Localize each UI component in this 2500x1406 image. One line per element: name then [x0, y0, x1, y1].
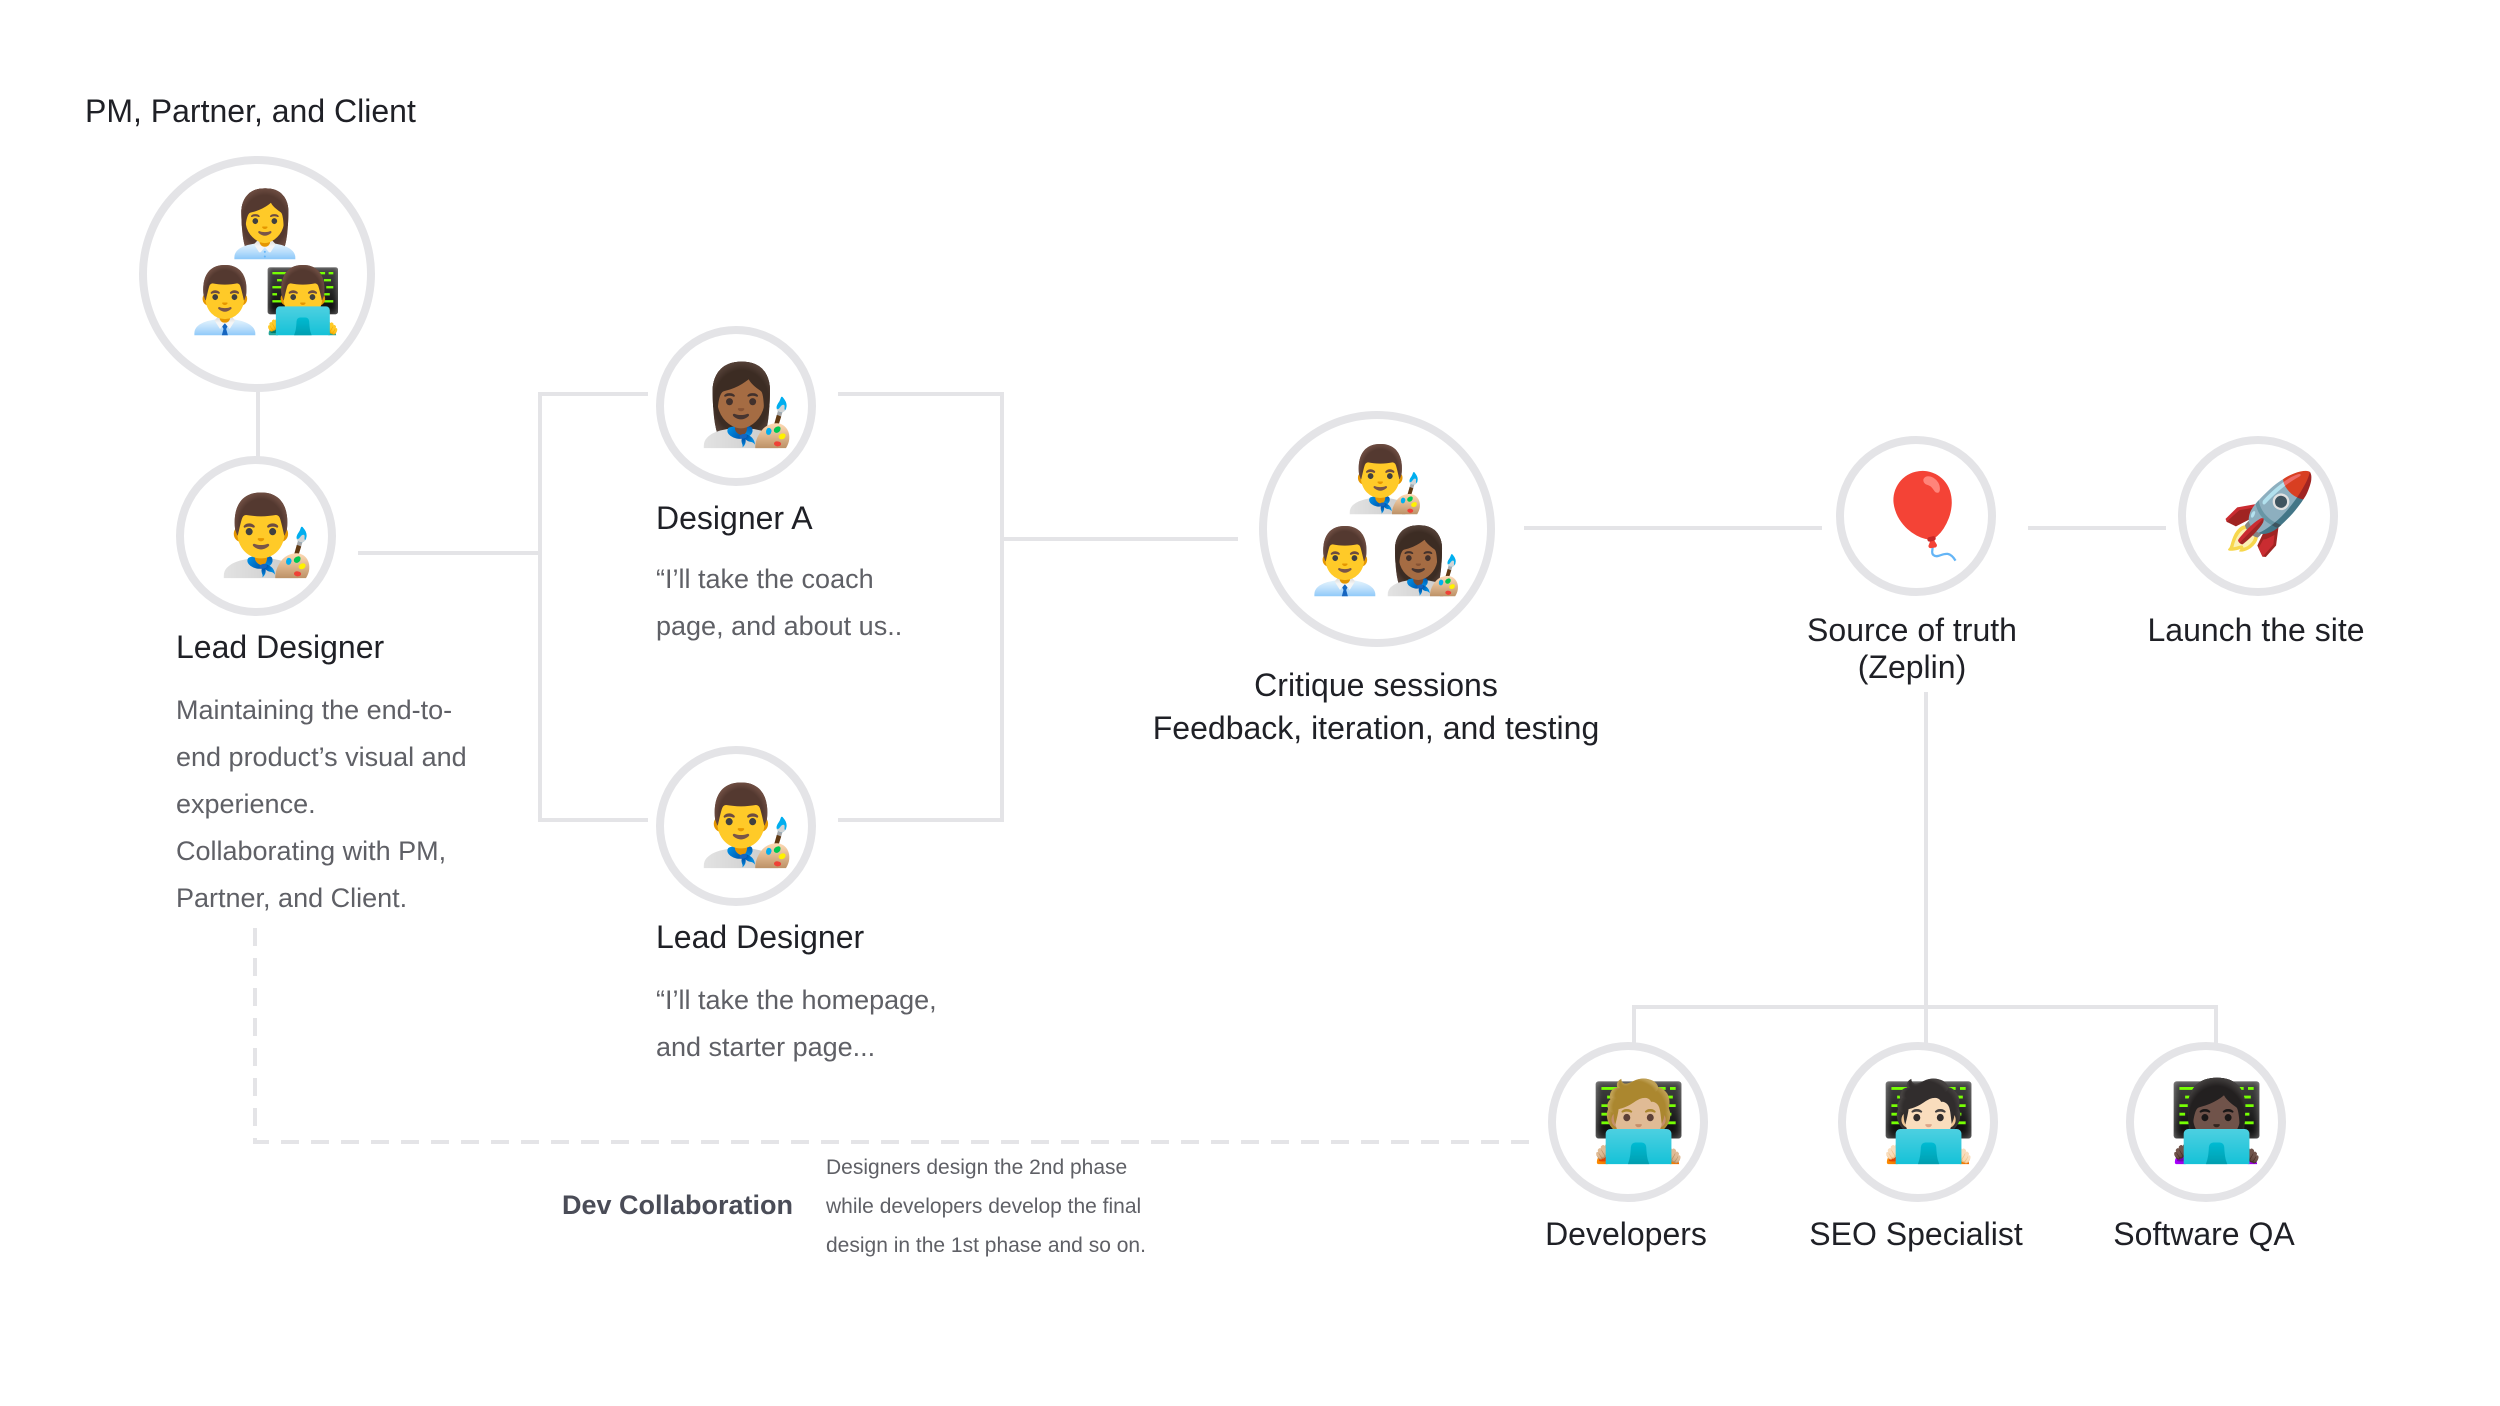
designer-a-title: Designer A	[656, 500, 813, 536]
lead-designer-2-quote: “I’ll take the homepage, and starter pag…	[656, 977, 937, 1071]
lead-designer-node: 👨‍🎨	[176, 456, 336, 616]
launch-node: 🚀	[2178, 436, 2338, 596]
connector-left-bracket	[538, 392, 648, 822]
lead-designer-desc-line: experience.	[176, 789, 316, 819]
lead-designer-description: Maintaining the end-to- end product’s vi…	[176, 687, 467, 922]
zeppelin-icon: 🎈	[1872, 471, 1975, 562]
connector-team-bracket	[1632, 1005, 2218, 1050]
developers-node: 🧑🏼‍💻	[1548, 1042, 1708, 1202]
critique-title-line: Critique sessions	[1254, 667, 1498, 703]
man-artist-icon: 👨‍🎨	[1345, 443, 1425, 515]
seo-node: 🧑🏻‍💻	[1838, 1042, 1998, 1202]
connector-right-bracket	[838, 392, 1004, 822]
source-of-truth-line: Source of truth	[1807, 612, 2017, 648]
source-of-truth-line: (Zeplin)	[1857, 649, 1967, 685]
designer-a-quote: “I’ll take the coach page, and about us.…	[656, 556, 902, 650]
man-office-worker-icon: 👨‍💼	[185, 264, 265, 336]
source-of-truth-node: 🎈	[1836, 436, 1996, 596]
critique-title: Critique sessions Feedback, iteration, a…	[1153, 664, 1600, 750]
lead-designer-desc-line: Collaborating with PM,	[176, 836, 447, 866]
dev-collaboration-note-line: while developers develop the final	[826, 1195, 1142, 1218]
designer-a-quote-line: page, and about us..	[656, 611, 903, 641]
pm-group-title: PM, Partner, and Client	[85, 93, 416, 129]
lead-designer-desc-line: Partner, and Client.	[176, 883, 408, 913]
dev-collaboration-note-line: design in the 1st phase and so on.	[826, 1234, 1146, 1257]
qa-node: 👩🏿‍💻	[2126, 1042, 2286, 1202]
woman-artist-icon: 👩🏾‍🎨	[698, 361, 796, 449]
qa-title: Software QA	[2113, 1216, 2295, 1252]
man-technologist-icon: 👨‍💻	[263, 264, 343, 336]
dev-collaboration-note: Designers design the 2nd phase while dev…	[826, 1148, 1146, 1265]
dev-collaboration-note-line: Designers design the 2nd phase	[826, 1156, 1128, 1179]
woman-technologist-icon: 👩🏿‍💻	[2168, 1077, 2266, 1165]
critique-subtitle-line: Feedback, iteration, and testing	[1152, 710, 1600, 746]
connector-dev-collab-dashed	[253, 928, 1536, 1144]
lead-designer-2-quote-line: “I’ll take the homepage,	[656, 985, 937, 1015]
lead-designer-title: Lead Designer	[176, 629, 385, 665]
man-office-worker-icon: 👨‍💼	[1305, 525, 1385, 597]
lead-designer-desc-line: end product’s visual and	[176, 742, 467, 772]
lead-designer-2-quote-line: and starter page...	[656, 1032, 876, 1062]
source-of-truth-title: Source of truth (Zeplin)	[1807, 612, 2017, 686]
lead-designer-2-node: 👨‍🎨	[656, 746, 816, 906]
designer-a-quote-line: “I’ll take the coach	[656, 564, 874, 594]
woman-office-worker-icon: 👩‍💼	[225, 188, 305, 260]
rocket-icon: 🚀	[2220, 469, 2318, 557]
seo-title: SEO Specialist	[1809, 1216, 2023, 1252]
man-artist-icon: 👨‍🎨	[698, 781, 796, 869]
critique-node: 👨‍🎨 👨‍💼 👩🏾‍🎨	[1259, 411, 1495, 647]
lead-designer-2-title: Lead Designer	[656, 919, 865, 955]
designer-a-node: 👩🏾‍🎨	[656, 326, 816, 486]
man-artist-icon: 👨‍🎨	[218, 491, 316, 579]
technologist-icon: 🧑🏼‍💻	[1590, 1077, 1688, 1165]
lead-designer-desc-line: Maintaining the end-to-	[176, 695, 453, 725]
launch-title: Launch the site	[2147, 612, 2365, 648]
woman-artist-icon: 👩🏾‍🎨	[1383, 525, 1463, 597]
technologist-icon: 🧑🏻‍💻	[1880, 1077, 1978, 1165]
dev-collaboration-label: Dev Collaboration	[562, 1190, 794, 1220]
developers-title: Developers	[1545, 1216, 1707, 1252]
pm-group-node: 👩‍💼 👨‍💼 👨‍💻	[139, 156, 375, 392]
